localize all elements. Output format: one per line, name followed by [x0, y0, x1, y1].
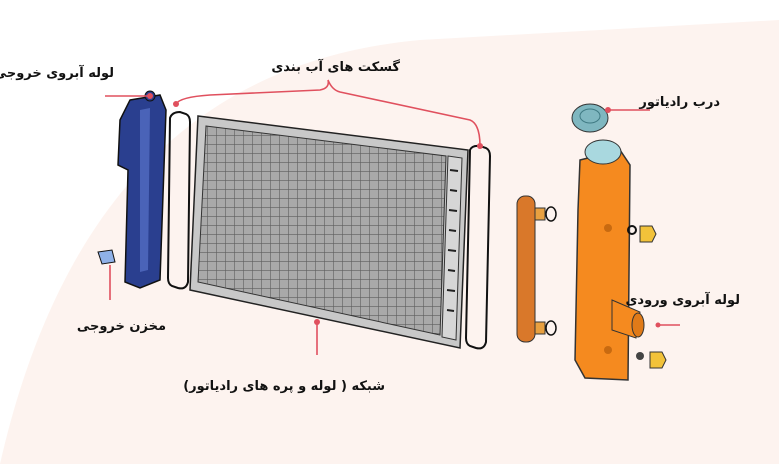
- label-core: شبکه ( لوله و پره های رادیاتور): [183, 379, 385, 394]
- label-inlet-pipe: لوله آبروی ورودی: [626, 291, 741, 308]
- leader-lines: [105, 79, 680, 355]
- inlet-pipe-part: [516, 195, 557, 343]
- inlet-tank: [574, 139, 667, 381]
- right-gasket: [464, 144, 492, 350]
- label-radiator-cap: درب رادیاتور: [638, 95, 720, 110]
- outlet-tank: [97, 90, 167, 289]
- label-outlet-pipe: لوله آبروی خروجی: [0, 64, 114, 81]
- left-gasket: [166, 110, 192, 290]
- label-outlet-tank: مخزن خروجی: [77, 319, 166, 334]
- radiator-core: [189, 115, 469, 349]
- radiator-cap: [571, 103, 609, 133]
- label-gaskets: گسکت های آب بندی: [271, 58, 400, 75]
